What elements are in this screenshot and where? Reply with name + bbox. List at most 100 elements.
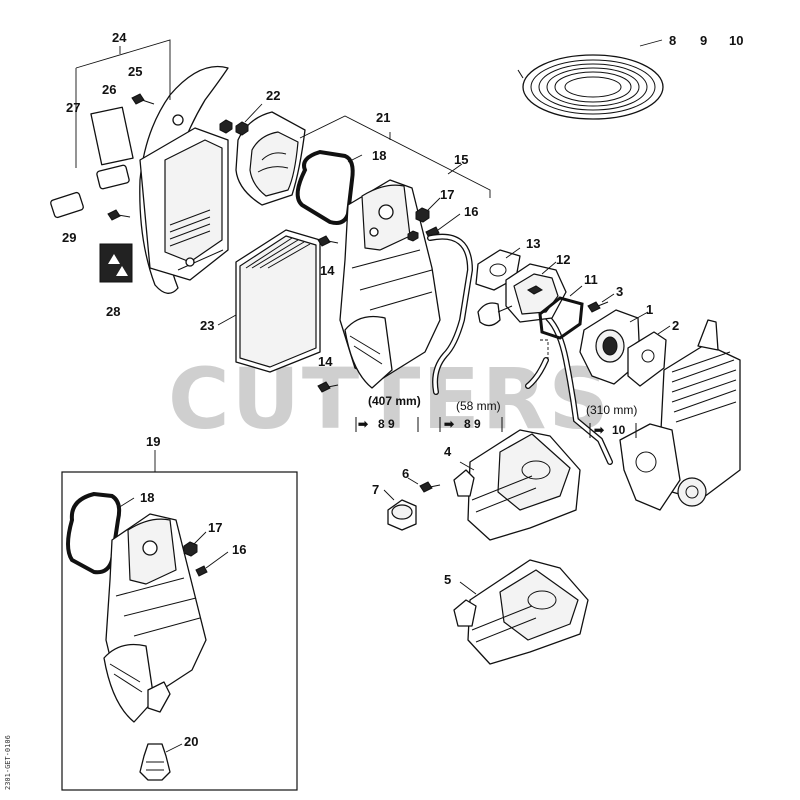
leader-3 — [601, 293, 615, 303]
rewind-spring — [517, 54, 664, 120]
callout-24: 24 — [112, 30, 127, 45]
callout-17: 17 — [440, 187, 454, 202]
gasket-18 — [295, 149, 355, 225]
callout-21: 21 — [376, 110, 390, 125]
inset-box-19 — [61, 471, 298, 791]
callout-16b: 16 — [232, 542, 246, 557]
callout-6: 6 — [402, 466, 409, 481]
bracket-21 — [299, 115, 491, 198]
nut-17 — [415, 207, 430, 223]
callout-18: 18 — [372, 148, 386, 163]
screw-6 — [419, 481, 441, 493]
callout-3: 3 — [616, 284, 623, 299]
gasket-11 — [538, 296, 584, 340]
intake-manifold-1 — [579, 309, 641, 385]
screw-14-upper — [317, 235, 339, 247]
screw-3 — [587, 301, 609, 313]
callout-18b: 18 — [140, 490, 154, 505]
prefilter-22 — [235, 111, 306, 206]
callout-13: 13 — [526, 236, 540, 251]
callout-9: 9 — [700, 33, 707, 48]
callout-16: 16 — [464, 204, 478, 219]
hose-407-length: (407 mm) — [368, 394, 421, 408]
leader-20 — [165, 743, 183, 753]
carburetor-12 — [477, 263, 567, 327]
callout-7: 7 — [372, 482, 379, 497]
label-26 — [90, 106, 134, 166]
callout-1: 1 — [646, 302, 653, 317]
hose-58-arrow: ➡ — [444, 417, 455, 431]
screw-25 — [131, 93, 155, 105]
nut-22b — [235, 121, 249, 136]
leader-16b — [205, 551, 229, 569]
engine — [619, 319, 741, 511]
warning-label-28 — [99, 243, 133, 283]
hose-310-length: (310 mm) — [586, 403, 637, 417]
impulse-hose-310 — [545, 315, 613, 465]
inset-carburetor-box — [103, 513, 207, 723]
carburetor-box-15 — [339, 179, 441, 389]
callout-4: 4 — [444, 444, 452, 459]
leader-5 — [459, 581, 477, 595]
leader-17 — [427, 197, 441, 211]
hose-310-arrow: ➡ — [594, 423, 605, 437]
callout-14-upper: 14 — [320, 263, 335, 278]
leader-18 — [347, 154, 363, 163]
leader-1 — [629, 311, 649, 323]
callout-2: 2 — [672, 318, 679, 333]
air-filter-cover — [139, 65, 229, 294]
leader-17b — [193, 531, 207, 545]
callout-10: 10 — [729, 33, 743, 48]
leader-dashed — [540, 339, 549, 360]
housing-part-4 — [453, 429, 581, 541]
callout-12: 12 — [556, 252, 570, 267]
callout-19: 19 — [146, 434, 160, 449]
fuel-hose-58 — [525, 357, 549, 389]
callout-11: 11 — [584, 272, 598, 287]
callout-14-lower: 14 — [318, 354, 333, 369]
leader-13 — [505, 247, 521, 259]
small-nut — [407, 230, 419, 242]
leader-7 — [383, 489, 395, 501]
callout-15: 15 — [454, 152, 468, 167]
hose-label-310: (310 mm) ➡ 10 — [586, 403, 637, 438]
leader-12 — [541, 261, 557, 275]
leader-22 — [244, 103, 263, 123]
leader-6 — [407, 477, 419, 485]
plate-29 — [50, 191, 84, 219]
primer-bulb-7 — [387, 499, 417, 531]
screw-14-lower — [317, 381, 339, 393]
hose-58-refs: 8 9 — [464, 417, 481, 431]
hose-407-refs: 8 9 — [378, 417, 395, 431]
callout-28: 28 — [106, 304, 120, 319]
hose-310-refs: 10 — [612, 423, 626, 437]
screw-cover — [107, 209, 131, 221]
leader-23 — [217, 314, 237, 326]
leader-18b — [117, 497, 135, 509]
gasket-2 — [627, 331, 667, 387]
leader-spring — [639, 39, 663, 47]
leader-11 — [569, 285, 583, 297]
nut-22a — [219, 119, 233, 134]
callout-25: 25 — [128, 64, 142, 79]
inset-nut-17 — [183, 541, 198, 557]
callout-23: 23 — [200, 318, 214, 333]
air-filter-23 — [235, 229, 321, 373]
leader-16 — [437, 213, 461, 231]
fuel-hose-407 — [427, 233, 474, 395]
primer-20 — [139, 743, 171, 781]
callout-29: 29 — [62, 230, 76, 245]
callout-17b: 17 — [208, 520, 222, 535]
drawing-code: 2301-GET-0106 — [4, 735, 12, 790]
callout-22: 22 — [266, 88, 280, 103]
leader-4 — [459, 461, 475, 471]
leader-15 — [447, 163, 463, 175]
bracket-24 — [75, 39, 171, 168]
housing-part-5 — [453, 559, 589, 665]
callout-26: 26 — [102, 82, 116, 97]
callout-8: 8 — [669, 33, 676, 48]
callout-27: 27 — [66, 100, 80, 115]
hose-label-407: (407 mm) ➡ 8 9 — [355, 394, 421, 432]
hose-label-58: (58 mm) ➡ 8 9 — [439, 399, 503, 432]
